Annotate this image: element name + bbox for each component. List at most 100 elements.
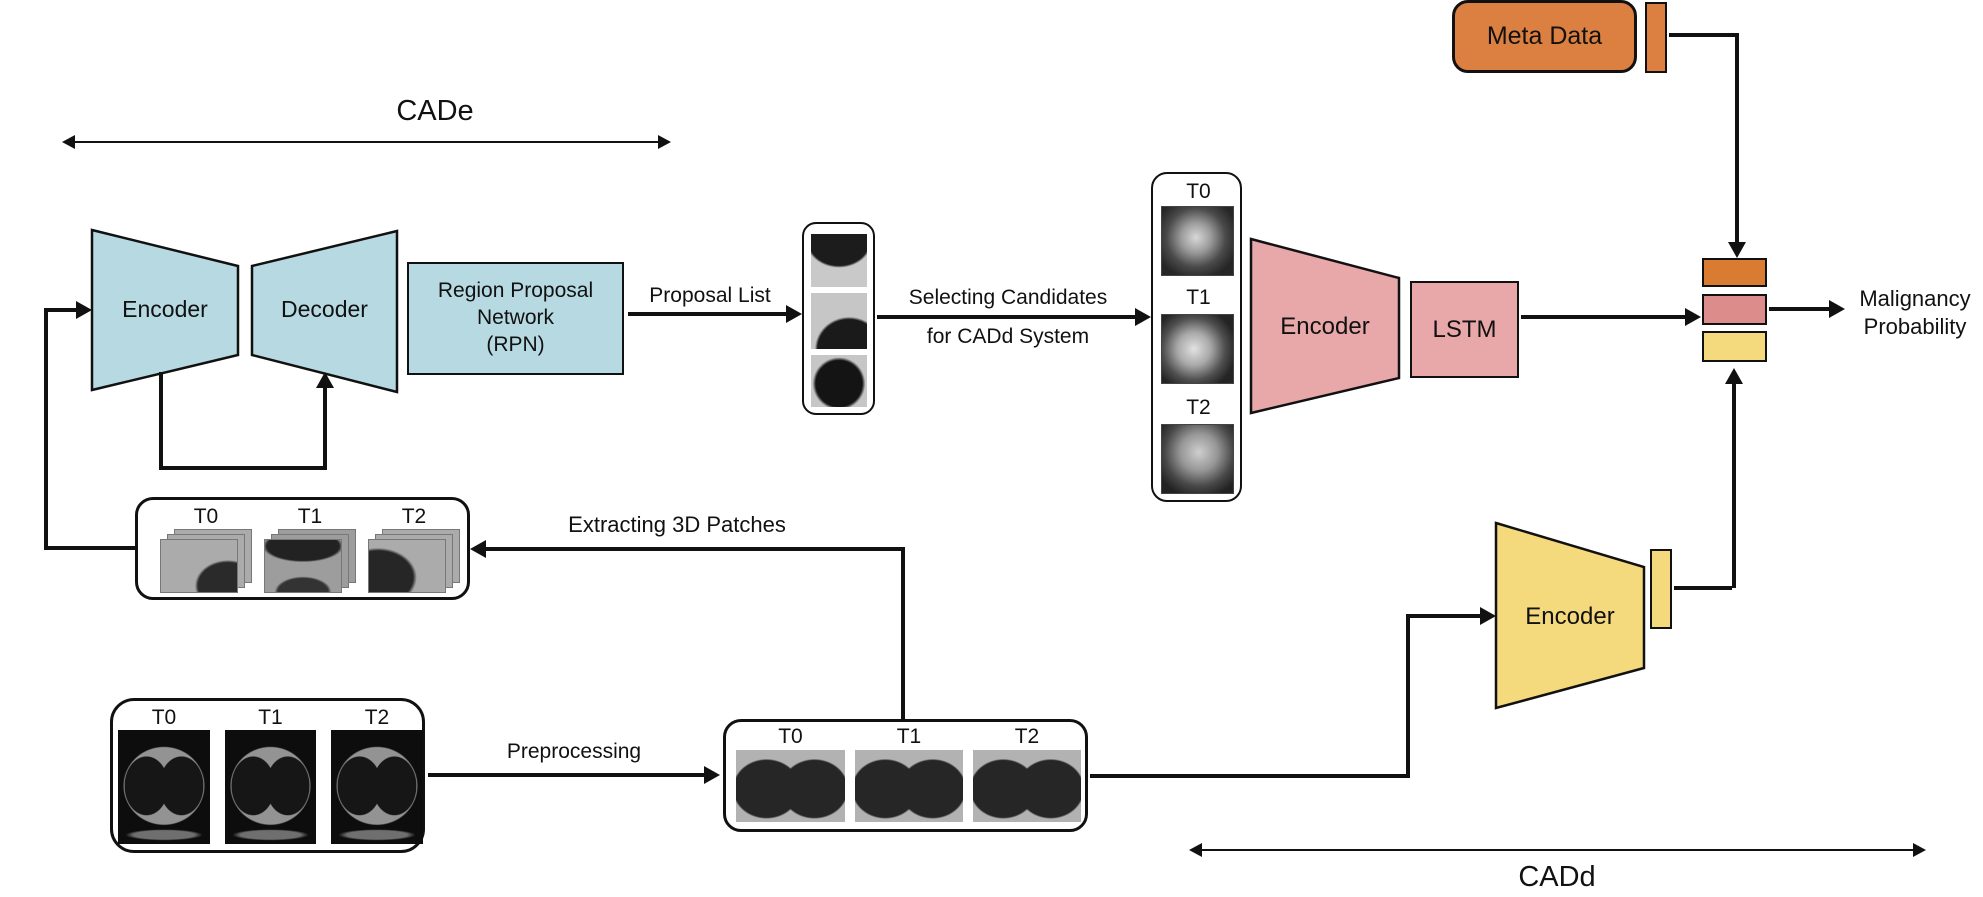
rpn-label-line1: Region Proposal (437, 279, 594, 303)
proposal-list-box (802, 222, 875, 415)
preprocessed-image-t0 (736, 750, 845, 822)
raw-ct-image-t2 (331, 730, 423, 844)
selecting-candidates-label-line2: for CADd System (926, 325, 1090, 348)
extracting-patches-line-vertical (901, 549, 905, 719)
context-to-fusion-line-vertical (1732, 384, 1736, 588)
skip-connection-up (323, 388, 327, 470)
patches-3d-box: T0 T1 T2 (135, 497, 470, 600)
preprocessed-to-context-line-vertical (1406, 614, 1410, 778)
context-to-fusion-line-horizontal (1674, 586, 1732, 590)
patches-stack-t1 (264, 529, 356, 595)
lstm-output-line (1521, 315, 1685, 319)
segmentation-encoder-shape (90, 228, 240, 392)
raw-ct-t0-label: T0 (151, 706, 177, 729)
raw-ct-t2-label: T2 (364, 706, 390, 729)
patches-stack-t0 (160, 529, 252, 595)
preprocessed-image-t2 (973, 750, 1081, 822)
temporal-encoder-label: Encoder (1280, 313, 1370, 340)
candidate-patch-t1 (1161, 314, 1234, 384)
preprocessed-t2-label: T2 (1014, 725, 1040, 748)
rpn-label-line2: Network (476, 306, 555, 330)
segmentation-encoder-label: Encoder (122, 296, 208, 322)
output-arrowhead-icon (1829, 300, 1845, 318)
meta-data-box: Meta Data (1452, 0, 1637, 73)
meta-data-line-vertical (1735, 33, 1739, 242)
rpn-label-line3: (RPN) (486, 332, 545, 356)
preprocessed-scans-box: T0 T1 T2 (723, 719, 1088, 832)
preprocessing-label: Preprocessing (506, 740, 642, 763)
cadd-left-arrowhead-icon (1189, 843, 1202, 857)
output-arrow-line (1769, 307, 1829, 311)
selecting-candidates-arrow-line (877, 315, 1135, 319)
raw-ct-image-t0 (118, 730, 210, 844)
patches-t0-label: T0 (193, 505, 219, 528)
candidate-t0-label: T0 (1186, 180, 1211, 203)
skip-connection-arrowhead-icon (316, 372, 334, 388)
raw-ct-scans-box: T0 T1 T2 (110, 698, 425, 853)
encoder-input-arrowhead-icon (76, 301, 92, 319)
proposal-list-arrow-line (628, 312, 786, 316)
preprocessed-t0-label: T0 (778, 725, 803, 748)
patches-stack-t2 (368, 529, 460, 595)
cade-right-arrowhead-icon (658, 135, 671, 149)
malignancy-label-line1: Malignancy (1859, 286, 1971, 311)
segmentation-decoder-label: Decoder (281, 296, 368, 322)
patches-to-encoder-line-bottom (44, 546, 137, 550)
candidate-t2-label: T2 (1186, 396, 1211, 419)
meta-data-line-horizontal (1669, 33, 1739, 37)
malignancy-label-line2: Probability (1863, 314, 1967, 340)
selecting-candidates-arrowhead-icon (1135, 308, 1151, 326)
candidate-t1-label: T1 (1186, 286, 1211, 309)
proposal-list-label: Proposal List (649, 284, 771, 307)
cade-span-line (72, 141, 658, 143)
context-encoder-input-arrowhead-icon (1480, 607, 1496, 625)
proposal-thumbnail-1 (811, 234, 867, 287)
fusion-temporal-feature-box (1702, 294, 1767, 325)
skip-connection-down (159, 372, 163, 470)
skip-connection-across (159, 466, 327, 470)
preprocessed-to-context-line-bottom (1090, 774, 1410, 778)
candidate-patch-t0 (1161, 206, 1234, 276)
meta-data-label: Meta Data (1486, 22, 1603, 50)
fusion-meta-feature-box (1702, 258, 1767, 287)
patches-t2-label: T2 (401, 505, 427, 528)
cadd-section-label: CADd (1518, 861, 1596, 893)
context-to-fusion-arrowhead-icon (1725, 368, 1743, 384)
patches-to-encoder-line-vertical (44, 308, 48, 550)
proposal-thumbnail-2 (811, 293, 867, 349)
meta-data-feature-bar (1645, 2, 1667, 73)
candidate-patches-box: T0 T1 T2 (1151, 172, 1242, 502)
context-encoder-label: Encoder (1525, 603, 1615, 630)
preprocessing-arrowhead-icon (704, 766, 720, 784)
lstm-label: LSTM (1432, 315, 1497, 343)
cadd-span-line (1201, 849, 1913, 851)
extracting-patches-arrowhead-icon (470, 540, 486, 558)
raw-ct-image-t1 (225, 730, 316, 844)
segmentation-decoder-shape (250, 229, 399, 394)
raw-ct-t1-label: T1 (258, 706, 283, 729)
cadd-right-arrowhead-icon (1913, 843, 1926, 857)
candidate-patch-t2 (1161, 424, 1234, 494)
proposal-list-arrowhead-icon (786, 305, 802, 323)
cade-section-label: CADe (396, 95, 474, 127)
fusion-context-feature-box (1702, 331, 1767, 362)
malignancy-probability-label: Malignancy Probability (1847, 285, 1983, 341)
cade-left-arrowhead-icon (62, 135, 75, 149)
lstm-box: LSTM (1410, 281, 1519, 378)
meta-data-arrowhead-icon (1728, 242, 1746, 258)
preprocessed-t1-label: T1 (896, 725, 922, 748)
patches-to-encoder-line-top (44, 308, 76, 312)
extracting-patches-line (486, 547, 905, 551)
patches-t1-label: T1 (297, 505, 323, 528)
lstm-output-arrowhead-icon (1685, 308, 1701, 326)
preprocessed-image-t1 (855, 750, 963, 822)
context-feature-bar (1650, 549, 1672, 629)
extracting-patches-label: Extracting 3D Patches (568, 512, 786, 537)
preprocessed-to-context-line-top (1410, 614, 1480, 618)
proposal-thumbnail-3 (811, 355, 867, 407)
preprocessing-arrow-line (428, 773, 704, 777)
temporal-encoder-shape (1249, 237, 1401, 415)
context-encoder-shape (1494, 521, 1646, 710)
selecting-candidates-label-line1: Selecting Candidates (908, 286, 1108, 309)
